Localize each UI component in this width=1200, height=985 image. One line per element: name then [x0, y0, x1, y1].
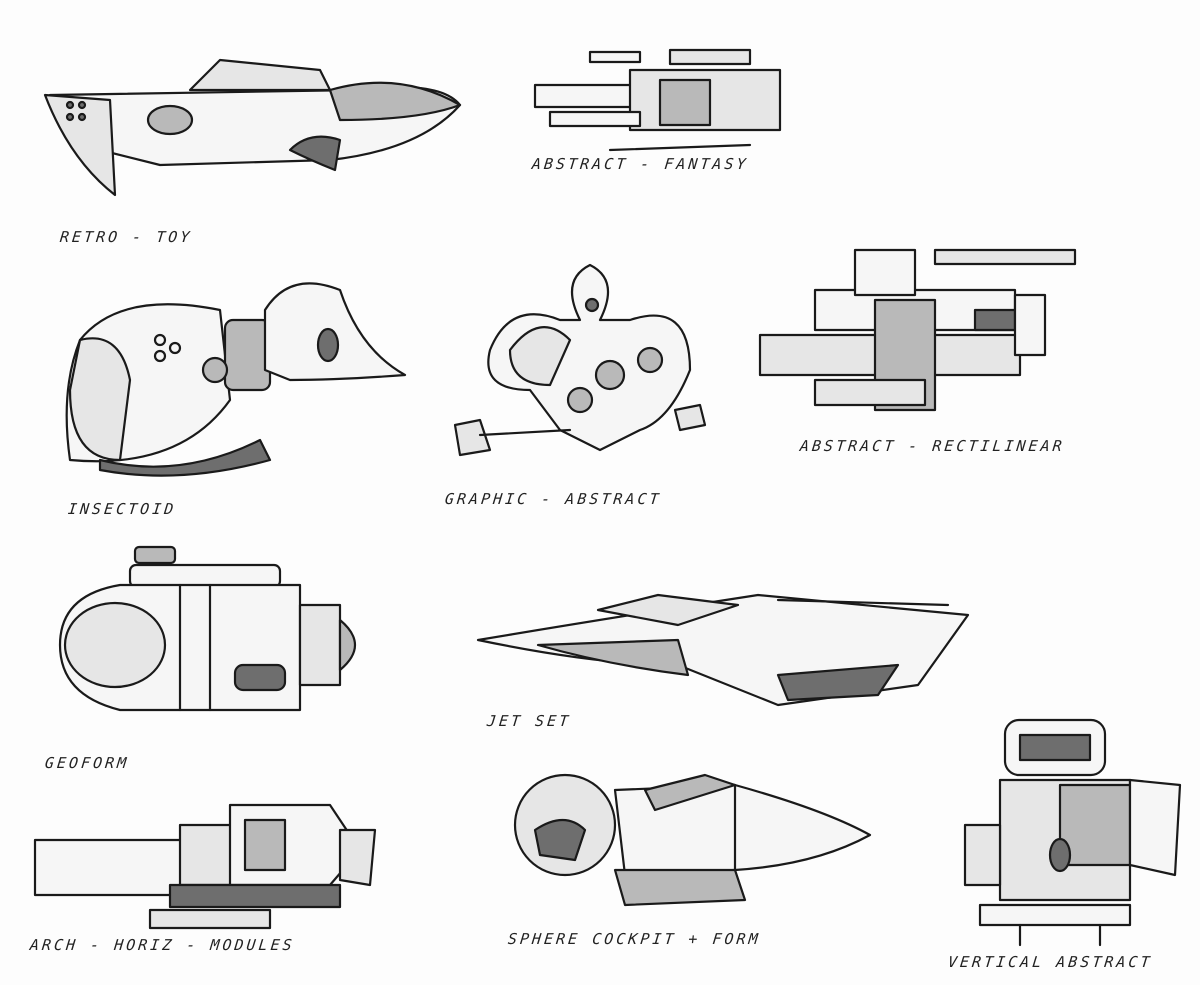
jet-set-ship-sketch	[476, 593, 970, 707]
vertical-abstract-ship-sketch	[963, 718, 1182, 947]
retro-toy-ship-sketch	[43, 58, 462, 197]
sketch-label: JET SET	[486, 712, 573, 730]
sketch-label: GEOFORM	[44, 754, 131, 772]
sketch-label: RETRO - TOY	[59, 228, 194, 246]
sketch-label: ABSTRACT - RECTILINEAR	[799, 437, 1066, 455]
sketch-label: ARCH - HORIZ - MODULES	[29, 936, 296, 954]
sketch-label: ABSTRACT - FANTASY	[531, 155, 750, 173]
graphic-abstract-ship-sketch	[453, 263, 707, 457]
sketch-label: VERTICAL ABSTRACT	[947, 953, 1154, 971]
insectoid-ship-sketch	[65, 282, 407, 477]
sketch-label: INSECTOID	[67, 500, 178, 518]
sketch-label: SPHERE COCKPIT + FORM	[507, 930, 762, 948]
geoform-ship-sketch	[58, 545, 356, 712]
sketch-label: GRAPHIC - ABSTRACT	[444, 490, 663, 508]
sphere-cockpit-ship-sketch	[513, 773, 872, 907]
arch-horiz-modules-ship-sketch	[33, 803, 377, 930]
abstract-rectilinear-ship-sketch	[758, 248, 1077, 412]
abstract-fantasy-ship-sketch	[533, 48, 782, 152]
